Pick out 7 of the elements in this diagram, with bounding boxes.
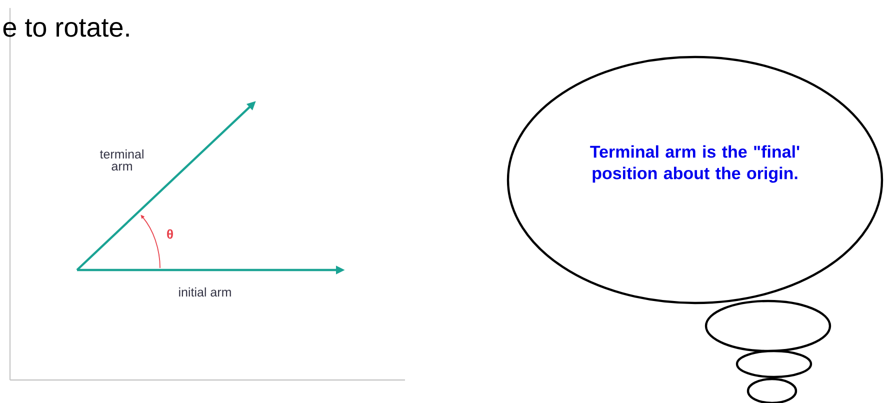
arm-label: initial arm <box>179 287 231 297</box>
thought-bubble: Terminal arm is the "final' position about the origin. <box>506 56 884 304</box>
page-text: e to rotate. <box>3 19 129 37</box>
arm-label: terminal arm <box>100 149 144 171</box>
thought-bubble-tail <box>746 378 798 403</box>
thought-bubble-tail <box>736 350 812 378</box>
angle-label: θ <box>167 229 173 239</box>
